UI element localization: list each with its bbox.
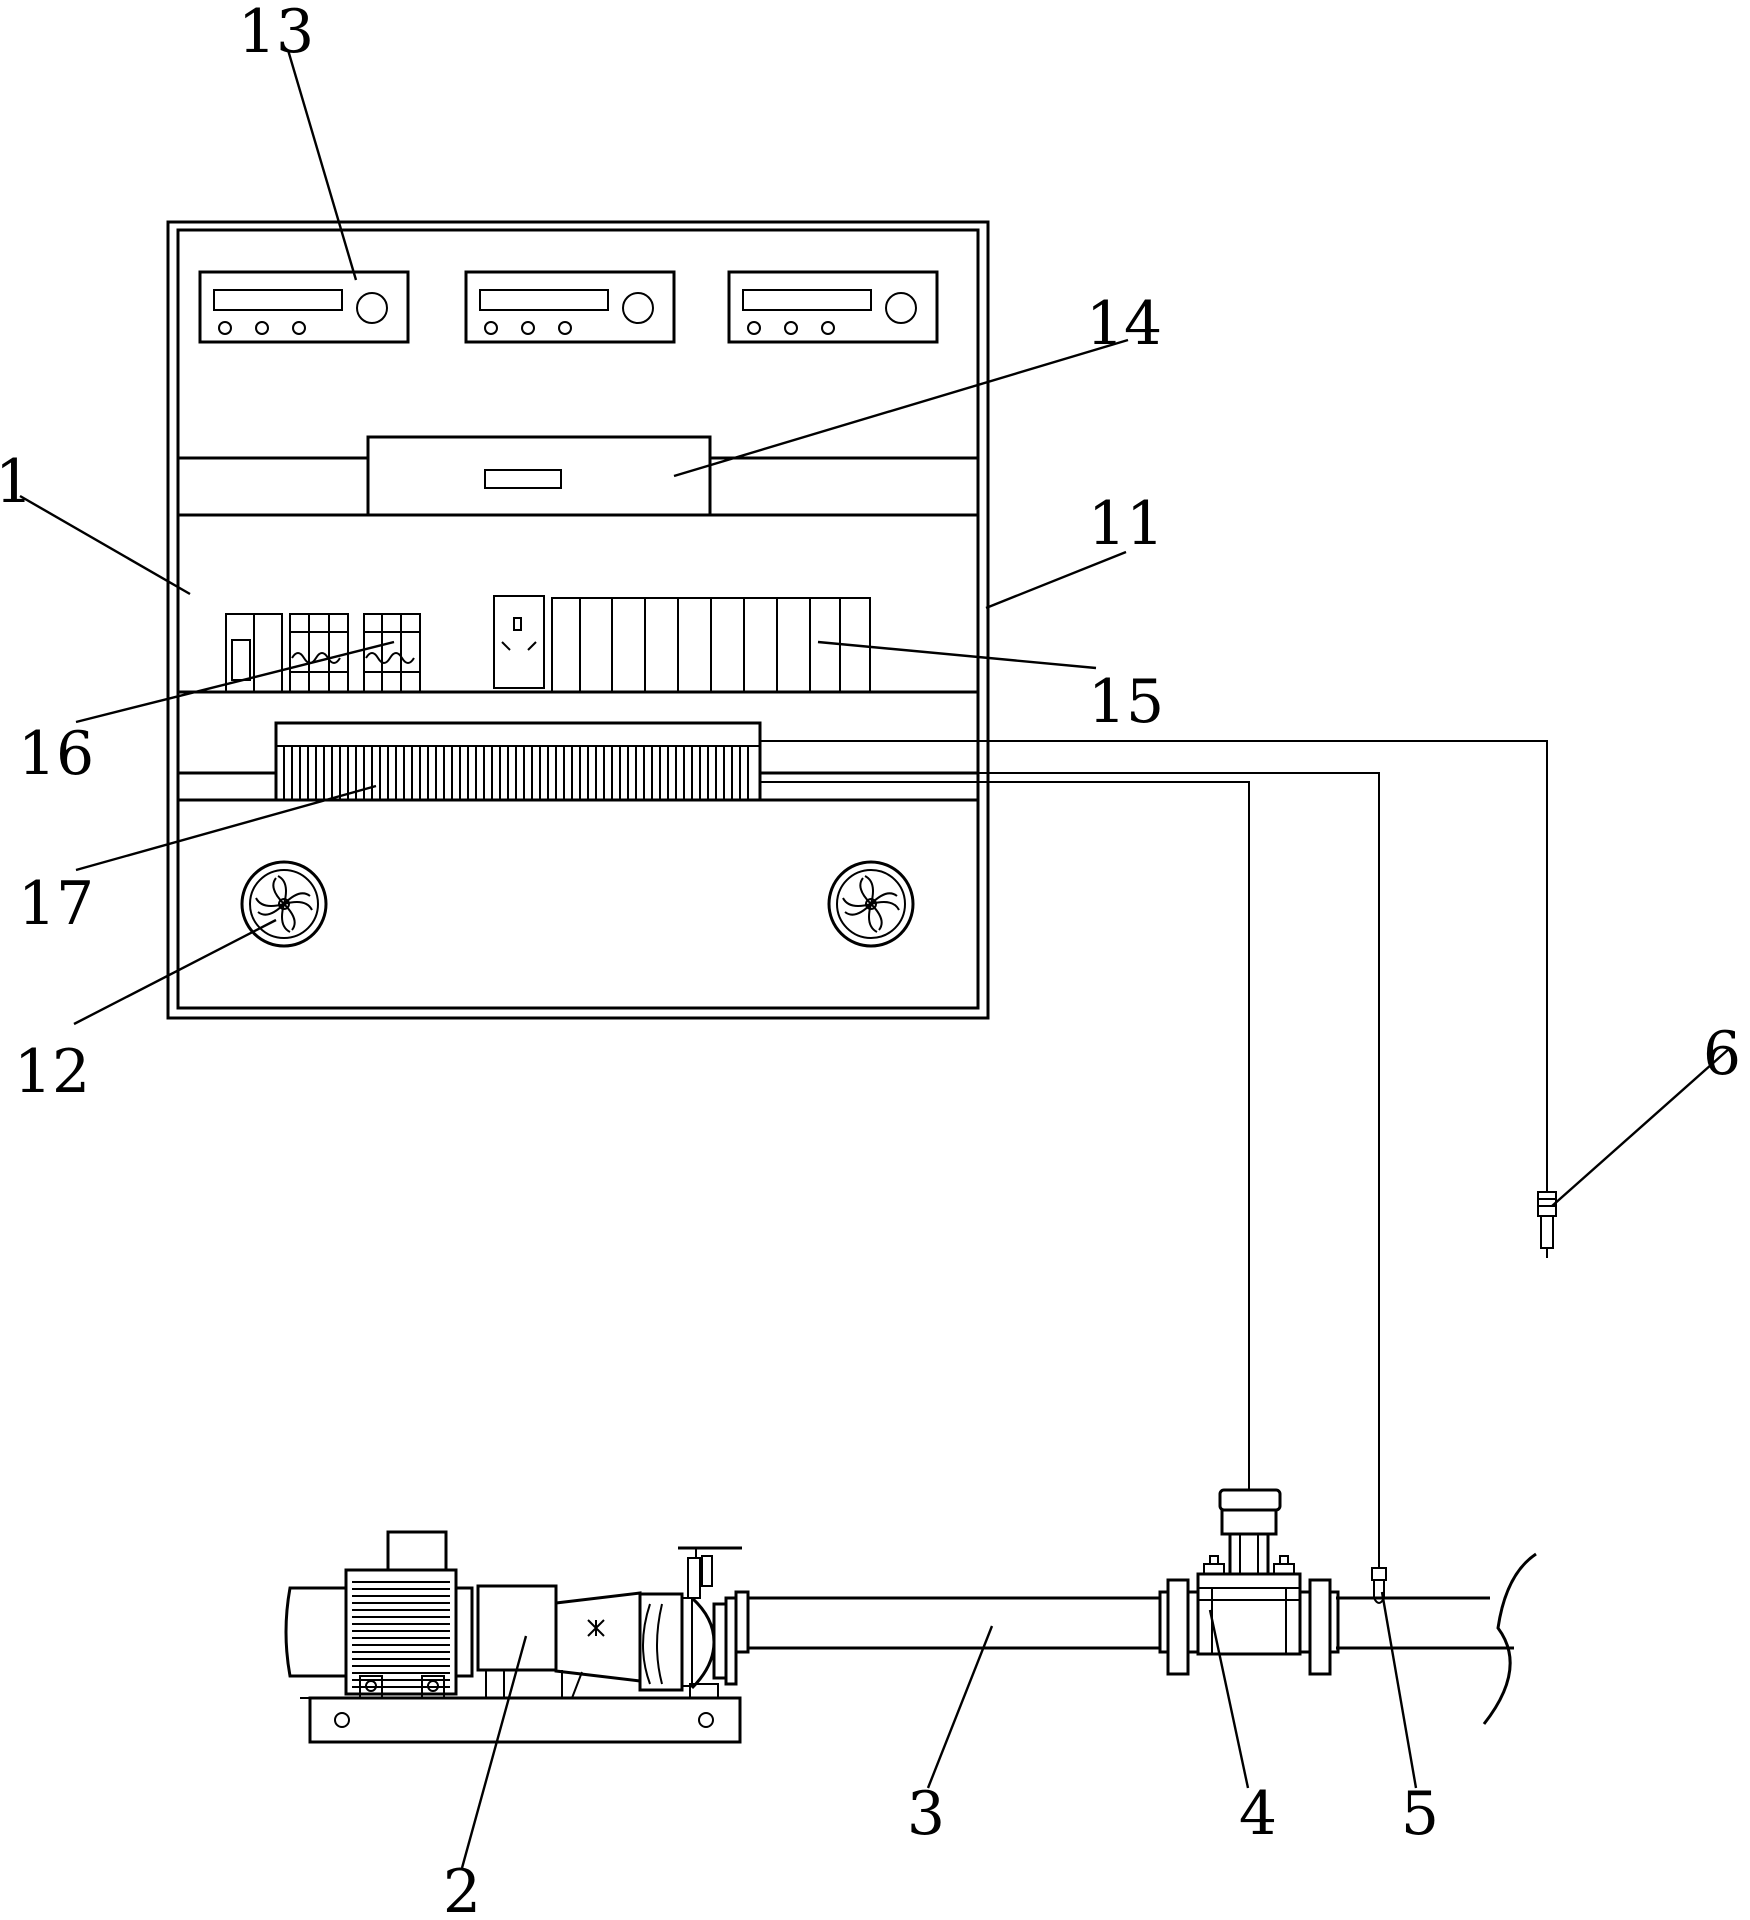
label-6: 6 [1703,1019,1741,1089]
label-4: 4 [1239,1779,1277,1849]
label-15: 15 [1088,667,1164,737]
terminal-strip [274,721,762,802]
label-5: 5 [1401,1779,1439,1849]
label-11: 11 [1088,489,1164,559]
label-17: 17 [18,869,94,939]
label-16: 16 [18,719,94,789]
meter-panel [198,270,410,344]
power-socket [493,595,545,689]
leader-lines [19,49,1731,1869]
meter-panel [727,270,939,344]
controller-modules [551,597,871,693]
pump-unit [284,1530,742,1744]
signal-wires [760,740,1548,1568]
pipeline [734,1552,1537,1725]
meter-panel [464,270,676,344]
label-3: 3 [907,1779,945,1849]
label-14: 14 [1086,289,1162,359]
cooling-fan [827,860,915,948]
label-1: 1 [0,447,33,517]
label-13: 13 [238,0,314,67]
sensor-probe [1537,1191,1557,1258]
label-2: 2 [443,1857,481,1920]
display-unit [366,435,712,517]
cooling-fan [240,860,328,948]
circuit-breakers [225,613,421,693]
label-12: 12 [14,1037,90,1107]
flow-valve [1158,1488,1340,1676]
